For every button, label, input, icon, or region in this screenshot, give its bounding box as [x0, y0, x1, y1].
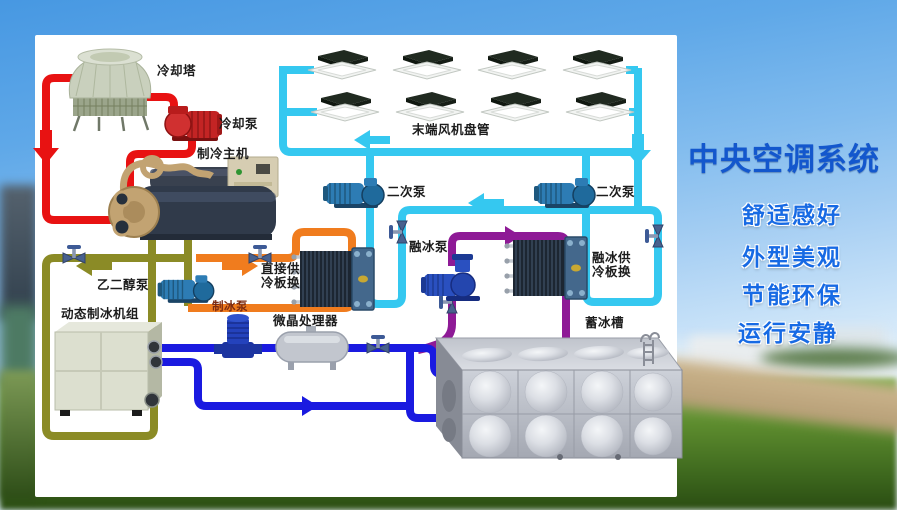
flow-arrow-left-cyan-top — [354, 130, 390, 150]
ice-maker-unit — [54, 322, 163, 416]
label-direct-exchanger: 直接供冷板换 — [261, 262, 301, 290]
ice-water-drop-to-tank — [406, 348, 478, 422]
label-fan-coil: 末端风机盘管 — [412, 123, 491, 137]
label-secondary-pump-left: 二次泵 — [387, 185, 427, 199]
glycol-pipe-left-loop — [42, 254, 184, 440]
label-chiller: 制冷主机 — [197, 147, 250, 161]
ice-storage-tank — [434, 332, 683, 460]
feature-quiet: 运行安静 — [738, 320, 838, 346]
fan-coil-branch-stubs — [283, 66, 638, 116]
label-ice-making-pump: 制冰泵 — [212, 301, 248, 313]
cooling-tower — [68, 48, 152, 132]
ice-making-pump — [214, 314, 262, 358]
label-ice-tank: 蓄冰槽 — [585, 316, 625, 330]
feature-comfort: 舒适感好 — [742, 202, 842, 228]
page-title: 中央空调系统 — [688, 142, 880, 177]
label-glycol-pump: 乙二醇泵 — [97, 278, 150, 292]
chilled-water-return-main — [279, 66, 638, 156]
flow-arrow-down-cyan — [625, 134, 651, 165]
cooling-water-pipe-tower-to-pump — [138, 93, 178, 118]
cooling-pump — [164, 106, 222, 141]
label-ice-melt-pump: 融冰泵 — [409, 240, 449, 254]
ice-melt-plate-exchanger — [502, 235, 589, 301]
flow-arrow-down-red — [33, 130, 59, 164]
flow-arrow-right-blue — [282, 396, 318, 416]
label-melt-exchanger: 融冰供冷板换 — [592, 251, 632, 279]
flow-arrow-left-cyan-main — [468, 193, 504, 213]
label-cooling-tower: 冷却塔 — [157, 64, 197, 78]
flow-arrow-right-purple — [486, 226, 521, 246]
label-cooling-pump: 冷却泵 — [219, 117, 259, 131]
crystal-processor-tank — [275, 326, 349, 370]
feature-energy: 节能环保 — [742, 282, 842, 308]
feature-appearance: 外型美观 — [742, 244, 842, 270]
chiller-unit — [108, 155, 279, 240]
ice-melt-pump — [421, 254, 480, 301]
cooling-water-pipe-pump-to-chiller — [126, 136, 196, 206]
chilled-water-exchanger-loops — [366, 152, 662, 308]
label-ice-maker: 动态制冰机组 — [61, 307, 140, 321]
ice-water-lower-line — [156, 358, 410, 410]
label-crystal-processor: 微晶处理器 — [273, 314, 339, 328]
label-secondary-pump-right: 二次泵 — [596, 185, 636, 199]
